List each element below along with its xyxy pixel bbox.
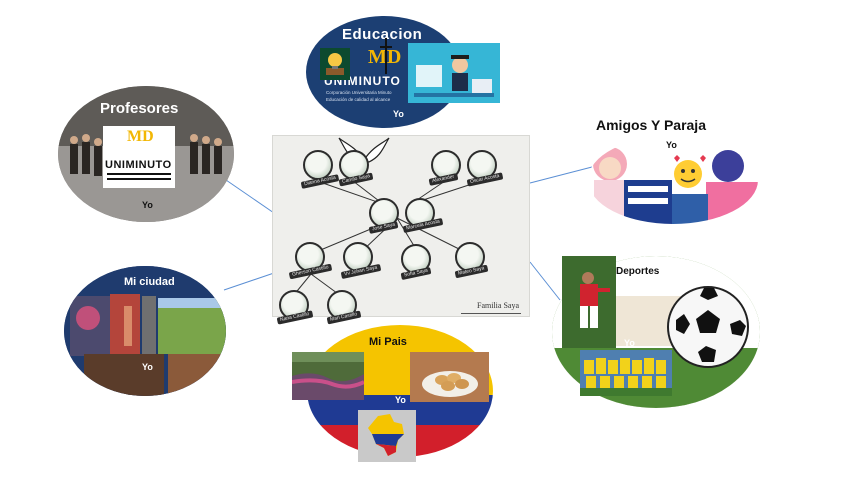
educacion-yo: Yo bbox=[393, 109, 404, 119]
soccer-player-photo bbox=[562, 256, 616, 348]
ciudad-bubble: Mi ciudad Yo bbox=[64, 266, 226, 396]
connector-deportes bbox=[529, 261, 561, 301]
amigos-yo: Yo bbox=[666, 140, 677, 150]
colombia-map-icon bbox=[358, 410, 416, 462]
amigos-title: Amigos Y Paraja bbox=[596, 117, 706, 133]
profesores-title: Profesores bbox=[100, 100, 179, 117]
graduate-illustration bbox=[408, 43, 500, 103]
soccer-ball-icon bbox=[654, 282, 758, 368]
family-tree-panel: Dianna Acosta Camilo Saya Alexander Osca… bbox=[272, 135, 530, 325]
uniminuto-subtitle-2: Educación de calidad al alcance bbox=[326, 97, 391, 102]
person-node-dianna bbox=[303, 150, 333, 180]
md-logo: MD bbox=[366, 38, 406, 74]
connector-profesores bbox=[225, 179, 275, 214]
amigos-bubble: Yo bbox=[588, 136, 758, 224]
connector-ciudad bbox=[223, 272, 275, 291]
pais-yo: Yo bbox=[395, 395, 406, 405]
river-landscape-photo bbox=[291, 352, 365, 400]
caption-underline bbox=[461, 313, 521, 314]
deportes-yo: Yo bbox=[624, 338, 635, 348]
connector-amigos bbox=[529, 166, 593, 184]
person-node-jose bbox=[369, 198, 399, 228]
pais-title: Mi Pais bbox=[369, 336, 407, 348]
team-photo bbox=[580, 350, 672, 396]
profesores-yo: Yo bbox=[142, 200, 153, 210]
ciudad-yo: Yo bbox=[142, 362, 153, 372]
person-node-nana bbox=[279, 290, 309, 320]
deportes-title: Deportes bbox=[616, 266, 660, 277]
lightbulb-book-icon bbox=[320, 48, 350, 80]
bread-basket-photo bbox=[410, 352, 489, 402]
family-tree-caption: Familia Saya bbox=[477, 301, 519, 310]
ciudad-title: Mi ciudad bbox=[124, 276, 175, 288]
uniminuto-logo-card: MD UNIMINUTO bbox=[103, 126, 175, 188]
uniminuto-subtitle-1: Corporación Universitaria Minuto bbox=[326, 90, 392, 95]
educacion-title: Educacion bbox=[342, 26, 423, 43]
